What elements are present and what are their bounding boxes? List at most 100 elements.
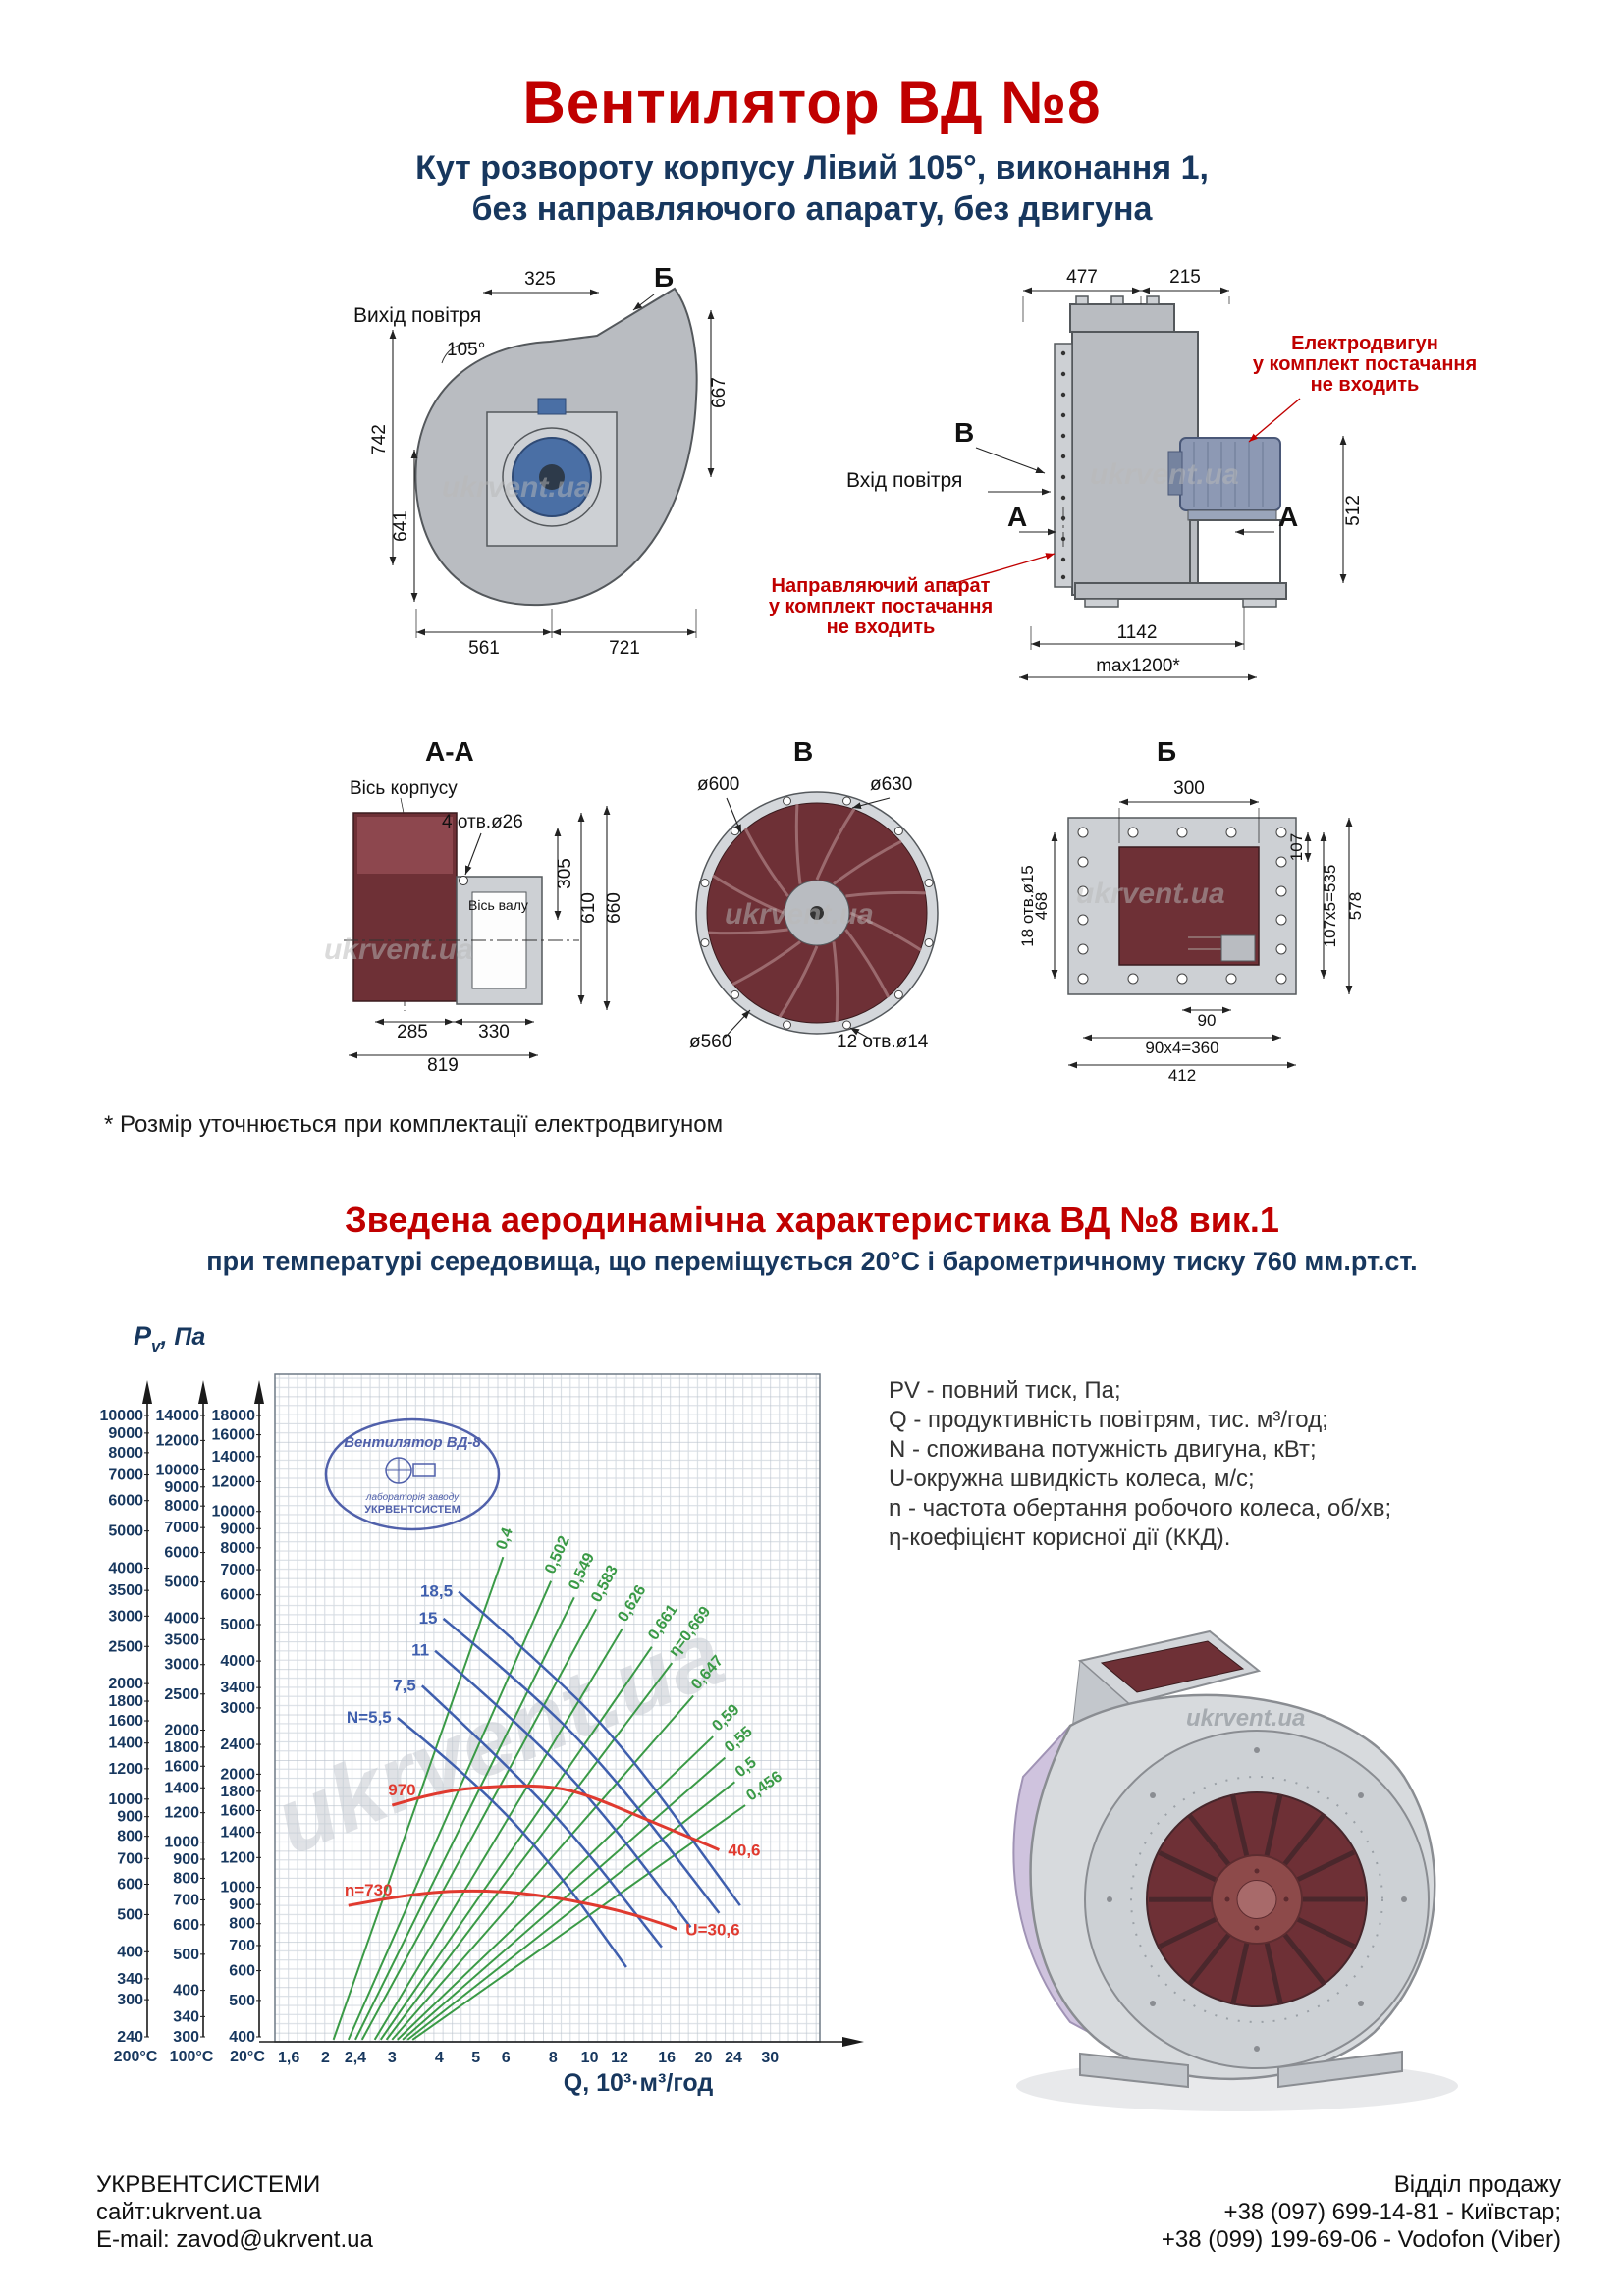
motor-note-line3: не входить bbox=[1311, 374, 1420, 396]
fan-side-body bbox=[1054, 295, 1287, 608]
power-curve-label: N=5,5 bbox=[347, 1708, 392, 1727]
holes-18-label: 18 отв.ø15 bbox=[1018, 865, 1037, 947]
dia-600-label: ø600 bbox=[697, 774, 739, 795]
speed-curve bbox=[391, 1784, 720, 1851]
x-tick-label: 8 bbox=[549, 2050, 558, 2066]
y-tick-label: 2400 bbox=[220, 1736, 255, 1753]
chart-legend: PV - повний тиск, Па; Q - продуктивність… bbox=[889, 1376, 1497, 1553]
y-tick-label: 900 bbox=[229, 1896, 255, 1913]
dim-90x4: 90х4=360 bbox=[1145, 1039, 1218, 1057]
y-tick-label: 240 bbox=[117, 2029, 143, 2046]
bolt-ring bbox=[1130, 1776, 1383, 2023]
air-in-label: Вхід повітря bbox=[846, 469, 962, 492]
hub-plate bbox=[1236, 1880, 1277, 1919]
svg-text:УКРВЕНТСИСТЕМ: УКРВЕНТСИСТЕМ bbox=[364, 1504, 460, 1516]
y-tick-label: 1800 bbox=[164, 1739, 199, 1756]
y-tick-label: 600 bbox=[117, 1876, 143, 1893]
y-tick-label: 5000 bbox=[164, 1575, 199, 1591]
footnote: * Розмір уточнюється при комплектації ел… bbox=[104, 1111, 724, 1138]
y-tick-label: 700 bbox=[117, 1850, 143, 1867]
y-tick-label: 400 bbox=[117, 1944, 143, 1960]
y-tick-label: 300 bbox=[117, 1992, 143, 2008]
x-tick-label: 5 bbox=[471, 2050, 480, 2066]
efficiency-line bbox=[385, 1662, 674, 2041]
dim-578: 578 bbox=[1346, 892, 1365, 920]
efficiency-line bbox=[391, 1694, 694, 2041]
x-tick-label: 2,4 bbox=[345, 2050, 366, 2066]
y-tick-label: 5000 bbox=[220, 1617, 255, 1633]
y-tick-label: 340 bbox=[173, 2008, 199, 2025]
efficiency-line bbox=[354, 1596, 575, 2041]
drawing-side-view: ukrvent.ua 477 215 Електродвигун у компл… bbox=[769, 267, 1477, 681]
company-site: сайт:ukrvent.ua bbox=[96, 2199, 262, 2225]
sales-phone-1: +38 (097) 699-14-81 - Київстар; bbox=[1223, 2199, 1561, 2225]
y-tick-label: 500 bbox=[117, 1906, 143, 1923]
air-out-label: Вихід повітря bbox=[353, 304, 481, 327]
y-tick-label: 1400 bbox=[108, 1735, 143, 1752]
y-tick-label: 700 bbox=[173, 1892, 199, 1908]
dim-107: 107 bbox=[1287, 833, 1306, 861]
foot-left bbox=[1079, 2052, 1189, 2089]
power-curve bbox=[442, 1617, 721, 1914]
y-tick-label: 3400 bbox=[220, 1680, 255, 1696]
y-tick-label: 6000 bbox=[108, 1493, 143, 1510]
section-aa-title: А-А bbox=[425, 736, 474, 767]
y-tick-label: 800 bbox=[173, 1870, 199, 1887]
y-tick-label: 3500 bbox=[164, 1631, 199, 1648]
y-tick-label: 7000 bbox=[108, 1468, 143, 1484]
footer-right: Відділ продажу +38 (097) 699-14-81 - Киї… bbox=[1162, 2171, 1561, 2254]
y-axis-temp-label: 100°C bbox=[170, 2049, 214, 2065]
dim-610: 610 bbox=[578, 892, 599, 924]
y-tick-label: 1200 bbox=[108, 1761, 143, 1778]
dim-561: 561 bbox=[468, 638, 500, 659]
speed-curve-label: 970 bbox=[388, 1781, 415, 1799]
x-tick-label: 10 bbox=[581, 2050, 599, 2066]
dim-412: 412 bbox=[1168, 1066, 1196, 1085]
power-curve-label: 7,5 bbox=[393, 1676, 416, 1694]
drawing-view-v: В ø600 ø630 ø560 bbox=[689, 736, 939, 1052]
y-tick-label: 4000 bbox=[164, 1610, 199, 1627]
y-tick-label: 14000 bbox=[156, 1408, 200, 1424]
motor-note-line2: у комплект постачання bbox=[1253, 353, 1477, 375]
efficiency-line bbox=[379, 1646, 653, 2041]
y-tick-label: 1000 bbox=[220, 1880, 255, 1896]
y-tick-label: 10000 bbox=[156, 1462, 200, 1478]
dim-max1200: max1200* bbox=[1096, 656, 1180, 676]
inlet-flange-bolts bbox=[1060, 350, 1066, 580]
dim-90: 90 bbox=[1198, 1011, 1217, 1030]
y-tick-label: 800 bbox=[117, 1829, 143, 1845]
y-tick-label: 1800 bbox=[220, 1784, 255, 1800]
watermark: ukrvent.ua bbox=[442, 471, 591, 504]
power-curve bbox=[420, 1684, 663, 1949]
y-tick-label: 9000 bbox=[164, 1479, 199, 1496]
holes-label: 4 отв.ø26 bbox=[442, 812, 523, 832]
y-tick-label: 1600 bbox=[108, 1713, 143, 1730]
x-axis-title: Q, 10³·м³/год bbox=[564, 2069, 714, 2097]
watermark: ukrvent.ua bbox=[1076, 878, 1225, 910]
flange-bolt-holes bbox=[1077, 827, 1287, 985]
page-subtitle-line2: без направляючого апарату, без двигуна bbox=[471, 190, 1153, 228]
y-tick-label: 340 bbox=[117, 1971, 143, 1988]
y-tick-label: 300 bbox=[173, 2029, 199, 2046]
legend-line: PV - повний тиск, Па; bbox=[889, 1377, 1121, 1404]
fan-3d-render: ukrvent.ua bbox=[1012, 1629, 1458, 2111]
y-tick-label: 400 bbox=[229, 2029, 255, 2046]
electric-motor bbox=[1167, 437, 1281, 521]
y-tick-label: 1400 bbox=[220, 1825, 255, 1842]
x-tick-label: 4 bbox=[435, 2050, 444, 2066]
dim-285: 285 bbox=[397, 1022, 428, 1042]
y-tick-label: 10000 bbox=[212, 1504, 256, 1521]
drawing-view-b: Б 300 18 отв.ø15 468 107 107х5=535 bbox=[1018, 736, 1365, 1085]
y-tick-label: 12000 bbox=[156, 1432, 200, 1449]
y-tick-label: 800 bbox=[229, 1916, 255, 1933]
view-b-title: Б bbox=[1157, 736, 1176, 767]
guide-note-line1: Направляючий апарат bbox=[772, 575, 991, 597]
efficiency-line bbox=[373, 1628, 623, 2041]
x-tick-label: 20 bbox=[695, 2050, 713, 2066]
dim-325: 325 bbox=[524, 269, 556, 290]
y-tick-label: 2000 bbox=[164, 1723, 199, 1739]
y-tick-label: 1800 bbox=[108, 1693, 143, 1710]
svg-text:лабораторія заводу: лабораторія заводу bbox=[365, 1491, 460, 1503]
y-tick-label: 5000 bbox=[108, 1523, 143, 1540]
